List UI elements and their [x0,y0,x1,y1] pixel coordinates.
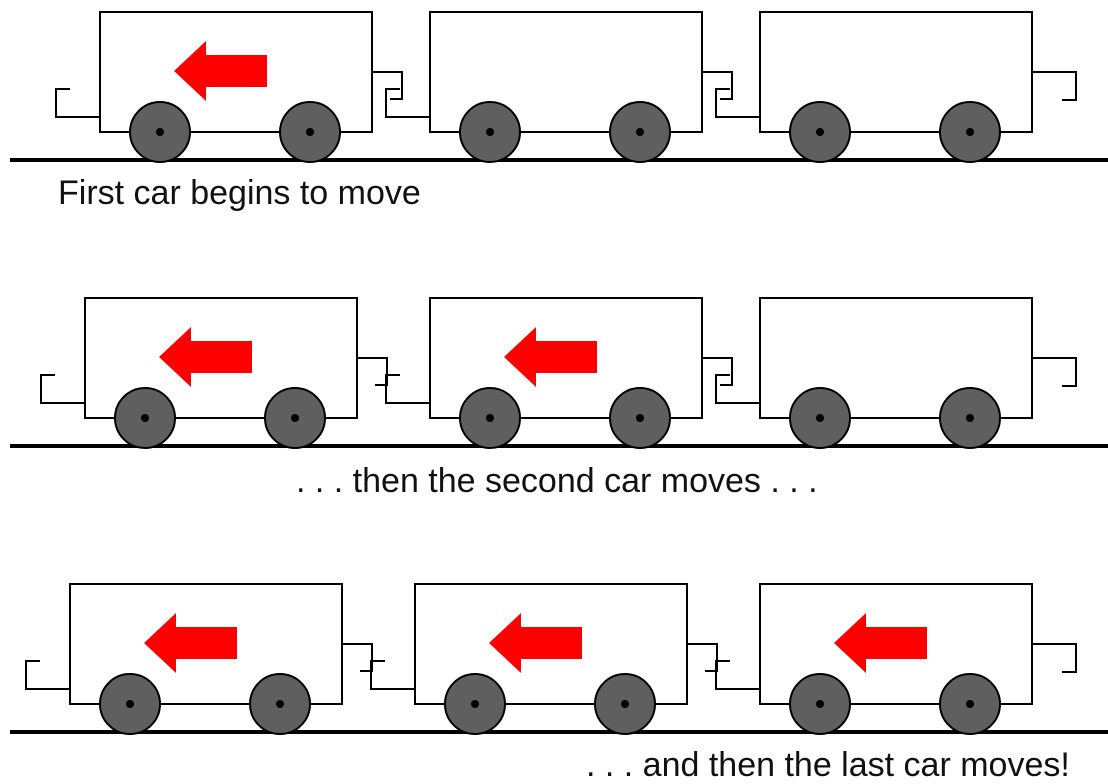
car-3 [759,11,1077,163]
car-3 [759,583,1077,735]
rear-coupler [55,88,100,118]
left-arrow-icon [489,613,582,673]
left-arrow-icon [144,613,237,673]
wheel-axle [966,700,974,708]
car-2 [429,11,760,163]
wheel-axle [141,414,149,422]
coupler-hook [715,660,760,690]
car-2 [429,297,760,449]
wheel-axle [306,128,314,136]
row-1-caption: First car begins to move [58,174,421,212]
rear-coupler [25,660,70,690]
wheel-axle [816,128,824,136]
wheel-axle [966,128,974,136]
wheel-axle [486,128,494,136]
wheel-axle [816,414,824,422]
car-1 [40,297,430,449]
front-coupler [1032,357,1077,387]
wheel-axle [126,700,134,708]
wheel-axle [966,414,974,422]
wheel-axle [276,700,284,708]
wheel-axle [486,414,494,422]
wheel-axle [636,128,644,136]
front-coupler [342,643,373,672]
left-arrow-icon [504,327,597,387]
row-3 [10,583,1108,735]
coupler-hook [715,374,760,404]
front-coupler [372,71,403,100]
row-2-caption: . . . then the second car moves . . . [296,462,818,500]
wheel-axle [636,414,644,422]
car-1 [55,11,430,163]
coupler-hook [370,660,415,690]
wheel-axle [471,700,479,708]
rear-coupler [40,374,85,404]
left-arrow-icon [174,41,267,101]
car-3 [759,297,1077,449]
car-1 [25,583,415,735]
wheel-axle [621,700,629,708]
coupler-hook [715,88,760,118]
coupler-hook [385,374,430,404]
front-coupler [687,643,718,672]
row-1 [10,11,1108,163]
front-coupler [1032,71,1077,101]
left-arrow-icon [159,327,252,387]
front-coupler [702,357,733,386]
front-coupler [702,71,733,100]
car-2 [414,583,760,735]
front-coupler [357,357,388,386]
wheel-axle [816,700,824,708]
wheel-axle [156,128,164,136]
wheel-axle [291,414,299,422]
row-3-caption: . . . and then the last car moves! [586,746,1070,784]
row-2 [10,297,1108,449]
coupler-hook [385,88,430,118]
left-arrow-icon [834,613,927,673]
front-coupler [1032,643,1077,673]
